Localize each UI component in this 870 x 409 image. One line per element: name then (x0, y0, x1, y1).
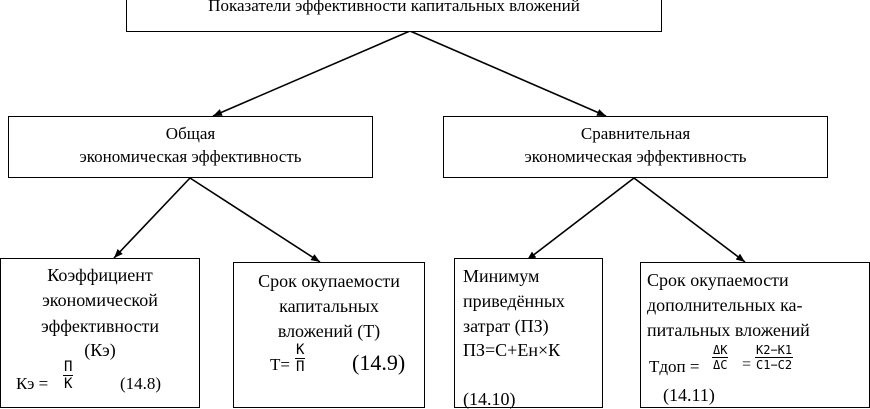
arrow-comparative-to-mincost (526, 177, 635, 261)
coefficient-fraction: П К (63, 359, 74, 392)
mincost-formula: ПЗ=С+Ен×К (463, 340, 561, 360)
payback-box (233, 262, 425, 408)
coefficient-line1: Коэффициент (47, 265, 153, 285)
payback-fraction: К П (295, 342, 306, 375)
additional-payback-eq-number: (14.11) (663, 385, 715, 405)
additional-payback-line3: питальных вложений (647, 320, 810, 340)
additional-payback-numerator-values: К2−К1 (755, 343, 794, 358)
additional-payback-fraction-delta: ΔК ΔС (712, 343, 729, 372)
payback-eq-number: (14.9) (352, 350, 406, 375)
payback-line1: Срок окупаемости (258, 271, 400, 291)
coefficient-box (0, 258, 200, 408)
arrow-top-to-general (212, 30, 411, 117)
comparative-efficiency-box (443, 116, 828, 178)
arrow-top-to-comparative (409, 30, 607, 117)
top-title: Показатели эффективности капитальных вло… (208, 0, 580, 15)
coefficient-denominator: К (64, 376, 73, 392)
coefficient-line4: (Кэ) (84, 340, 116, 360)
additional-payback-line1: Срок окупаемости (647, 270, 789, 290)
additional-payback-line2: дополнительных ка- (647, 295, 803, 315)
coefficient-eq-number: (14.8) (120, 374, 162, 393)
connector-arrows (113, 30, 746, 263)
additional-payback-denominator-delta: ΔС (713, 358, 728, 372)
mincost-box (454, 258, 603, 408)
additional-payback-fraction-values: К2−К1 С1−С2 (755, 343, 794, 372)
payback-line2: капитальных (279, 296, 379, 316)
payback-denominator: П (296, 359, 305, 375)
mincost-line3: затрат (ПЗ) (463, 316, 549, 336)
coefficient-numerator: П (63, 359, 74, 376)
arrow-general-to-payback (189, 177, 321, 263)
comparative-efficiency-line1: Сравнительная (580, 124, 691, 143)
additional-payback-equals: = (742, 356, 752, 373)
top-box (126, 0, 662, 32)
coefficient-line3: эффективности (41, 316, 159, 336)
coefficient-line2: экономической (42, 290, 158, 310)
payback-line3: вложений (Т) (277, 321, 381, 341)
general-efficiency-line1: Общая (165, 124, 216, 143)
payback-numerator: К (295, 342, 306, 359)
payback-formula-lhs: Т= (270, 355, 290, 374)
mincost-line1: Минимум (463, 266, 540, 286)
arrow-general-to-coef (113, 177, 191, 259)
general-efficiency-line2: экономическая эффективность (79, 147, 302, 166)
additional-payback-numerator-delta: ΔК (712, 343, 729, 358)
additional-payback-denominator-values: С1−С2 (756, 358, 793, 372)
mincost-eq-number: (14.10) (463, 389, 516, 409)
mincost-line2: приведённых (463, 291, 565, 311)
additional-payback-formula-lhs: Тдоп = (649, 357, 700, 376)
comparative-efficiency-line2: экономическая эффективность (524, 147, 747, 166)
additional-payback-box (640, 262, 870, 408)
arrow-comparative-to-addpayback (633, 177, 746, 263)
general-efficiency-box (8, 116, 373, 178)
coefficient-formula-lhs: Кэ = (16, 374, 49, 393)
